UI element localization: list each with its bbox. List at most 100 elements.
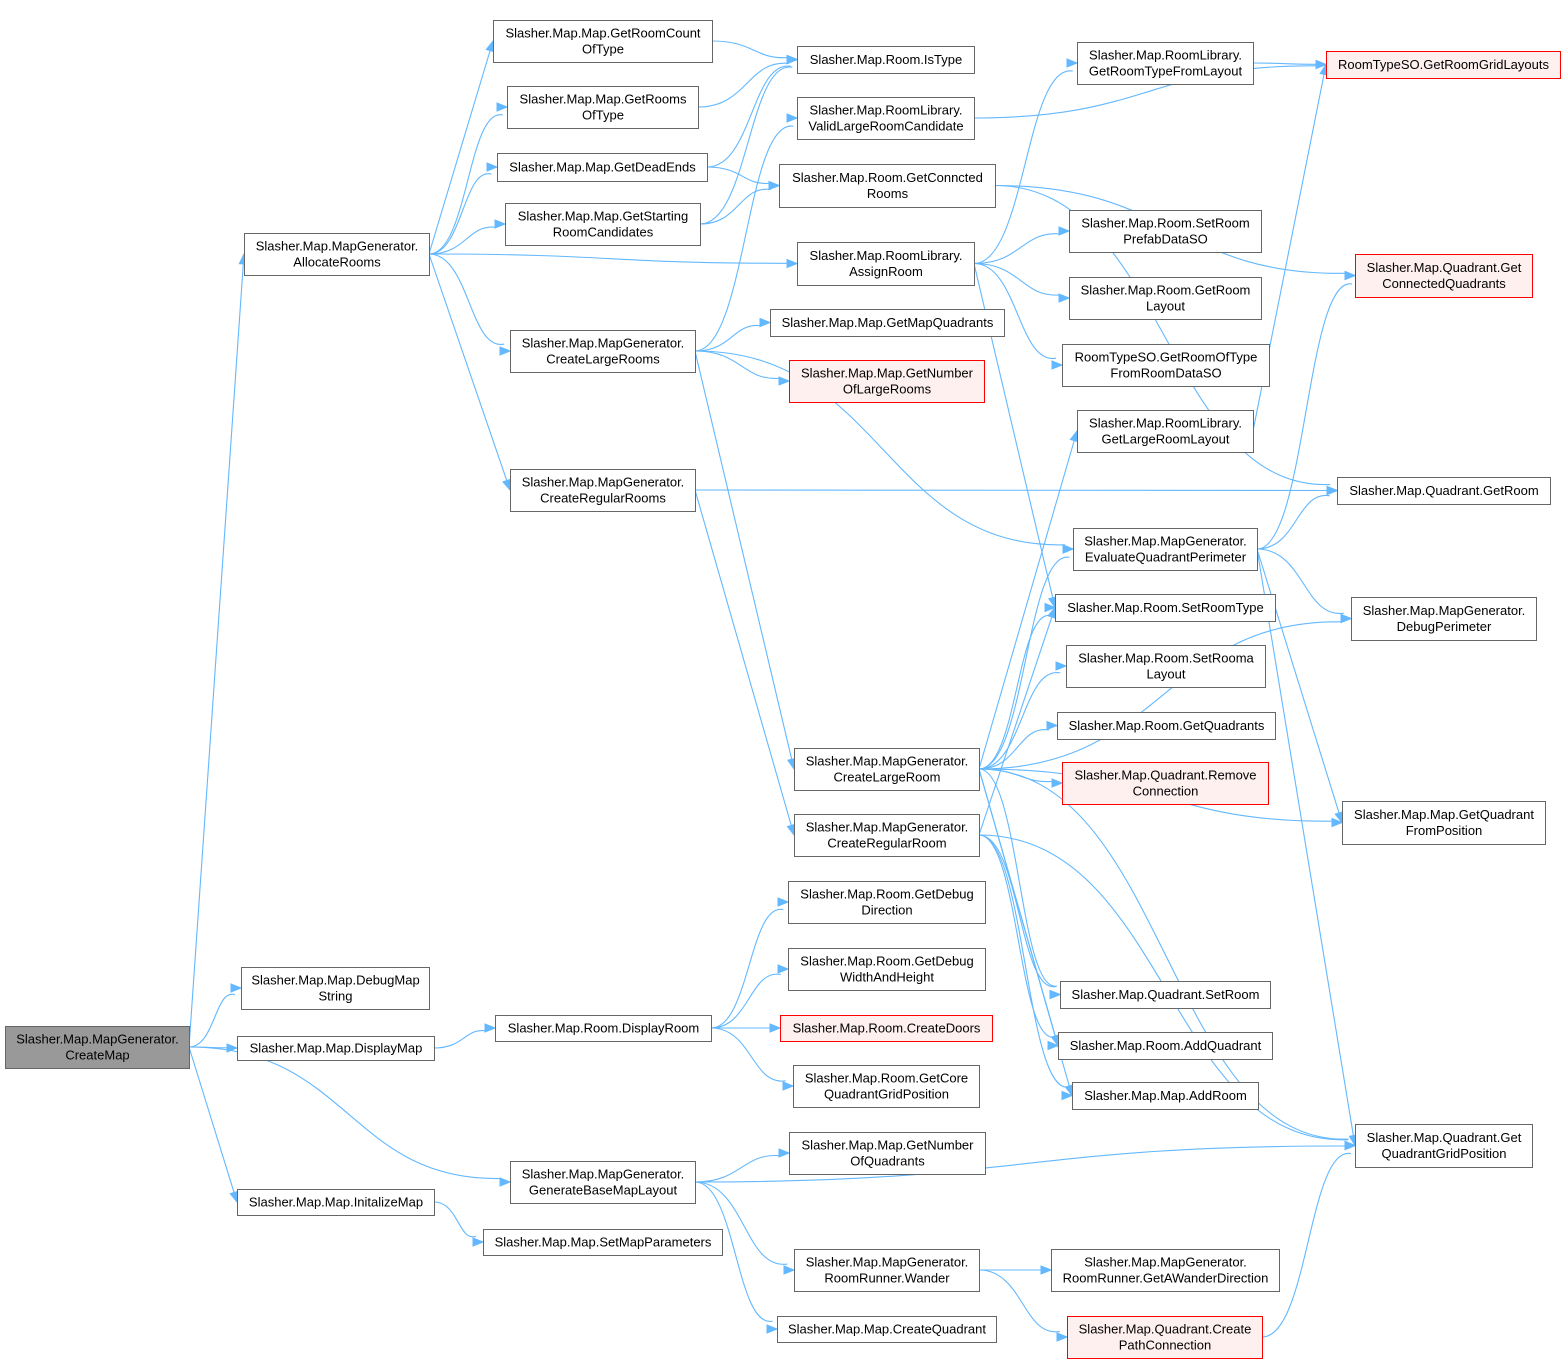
node-box bbox=[797, 97, 975, 140]
edge-create_large_rooms-to-get_map_quadrants bbox=[694, 325, 762, 352]
node-label-line-2: CreateLargeRoom bbox=[834, 770, 941, 785]
node-create-large-rooms[interactable]: Slasher.Map.MapGenerator.CreateLargeRoom… bbox=[510, 330, 696, 373]
node-create-path-connection[interactable]: Slasher.Map.Quadrant.CreatePathConnectio… bbox=[1067, 1316, 1263, 1359]
node-create-doors[interactable]: Slasher.Map.Room.CreateDoors bbox=[780, 1015, 993, 1042]
node-label-line-2: RoomRunner.GetAWanderDirection bbox=[1063, 1271, 1269, 1286]
node-debug-perimeter[interactable]: Slasher.Map.MapGenerator.DebugPerimeter bbox=[1351, 597, 1537, 641]
node-get-quadrant-grid-position[interactable]: Slasher.Map.Quadrant.GetQuadrantGridPosi… bbox=[1355, 1124, 1533, 1168]
edge-allocate_rooms-to-get_room_count_of_type bbox=[428, 49, 491, 255]
node-get-room-type-from-layout[interactable]: Slasher.Map.RoomLibrary.GetRoomTypeFromL… bbox=[1077, 42, 1254, 85]
arrowhead-allocate_rooms-to-create_regular_rooms bbox=[502, 478, 512, 492]
node-create-map[interactable]: Slasher.Map.MapGenerator.CreateMap bbox=[5, 1026, 190, 1069]
node-get-quadrants[interactable]: Slasher.Map.Room.GetQuadrants bbox=[1057, 712, 1276, 740]
node-wander[interactable]: Slasher.Map.MapGenerator.RoomRunner.Wand… bbox=[794, 1249, 980, 1292]
node-room-is-type[interactable]: Slasher.Map.Room.IsType bbox=[797, 46, 975, 74]
node-initalize-map[interactable]: Slasher.Map.Map.InitalizeMap bbox=[237, 1189, 435, 1216]
node-label-line-1: Slasher.Map.MapGenerator. bbox=[1084, 534, 1247, 549]
node-create-regular-room[interactable]: Slasher.Map.MapGenerator.CreateRegularRo… bbox=[794, 814, 980, 857]
node-label-line-2: CreateMap bbox=[65, 1048, 129, 1063]
node-label-line-1: RoomTypeSO.GetRoomGridLayouts bbox=[1338, 57, 1549, 72]
node-label-line-1: Slasher.Map.MapGenerator. bbox=[522, 475, 685, 490]
edge-display_room-to-get_core_quadrant_grid_position bbox=[710, 1027, 786, 1082]
node-generate-base-map-layout[interactable]: Slasher.Map.MapGenerator.GenerateBaseMap… bbox=[510, 1161, 696, 1204]
node-box bbox=[777, 1316, 997, 1343]
edge-create_regular_rooms-to-create_regular_room bbox=[694, 489, 793, 827]
arrowhead-create_map-to-generate_base_map_layout bbox=[499, 1177, 512, 1187]
edge-create_large_room-to-get_quadrant_grid_position bbox=[978, 768, 1349, 1140]
edge-get_dead_ends-to-room_is_type bbox=[706, 65, 792, 168]
node-display-room[interactable]: Slasher.Map.Room.DisplayRoom bbox=[495, 1015, 712, 1042]
arrowhead-initalize_map-to-set_map_parameters bbox=[472, 1237, 485, 1247]
node-get-core-quadrant-grid-position[interactable]: Slasher.Map.Room.GetCoreQuadrantGridPosi… bbox=[793, 1065, 980, 1108]
node-label-line-2: QuadrantGridPosition bbox=[824, 1087, 949, 1102]
node-label-line-1: Slasher.Map.Map.InitalizeMap bbox=[249, 1195, 423, 1210]
node-get-map-quadrants[interactable]: Slasher.Map.Map.GetMapQuadrants bbox=[770, 309, 1005, 337]
arrowhead-create_large_room-to-get_quadrant_from_position bbox=[1331, 817, 1344, 828]
node-valid-large-room-candidate[interactable]: Slasher.Map.RoomLibrary.ValidLargeRoomCa… bbox=[797, 97, 975, 140]
edge-create_large_room-to-get_large_room_layout bbox=[978, 439, 1076, 770]
node-create-quadrant[interactable]: Slasher.Map.Map.CreateQuadrant bbox=[777, 1316, 997, 1343]
node-box bbox=[1062, 762, 1269, 805]
arrowhead-display_room-to-get_debug_direction bbox=[777, 897, 790, 907]
node-label-line-2: RoomCandidates bbox=[553, 225, 654, 240]
node-evaluate-quadrant-perimeter[interactable]: Slasher.Map.MapGenerator.EvaluateQuadran… bbox=[1073, 528, 1258, 571]
node-label-line-2: DebugPerimeter bbox=[1397, 619, 1492, 634]
node-assign-room[interactable]: Slasher.Map.RoomLibrary.AssignRoom bbox=[797, 242, 975, 286]
node-get-room-grid-layouts[interactable]: RoomTypeSO.GetRoomGridLayouts bbox=[1326, 51, 1561, 79]
node-box bbox=[1055, 594, 1276, 622]
node-box bbox=[780, 1015, 993, 1042]
node-set-map-parameters[interactable]: Slasher.Map.Map.SetMapParameters bbox=[483, 1229, 723, 1256]
node-label-line-1: Slasher.Map.Map.GetMapQuadrants bbox=[782, 315, 994, 330]
node-label-line-1: Slasher.Map.MapGenerator. bbox=[256, 239, 419, 254]
node-quadrant-set-room[interactable]: Slasher.Map.Quadrant.SetRoom bbox=[1060, 981, 1271, 1009]
arrowhead-allocate_rooms-to-get_room_count_of_type bbox=[485, 39, 495, 53]
node-box bbox=[793, 1065, 980, 1108]
node-box bbox=[788, 881, 986, 924]
edge-generate_base_map_layout-to-create_quadrant bbox=[694, 1181, 773, 1322]
node-box bbox=[1051, 1249, 1280, 1292]
node-allocate-rooms[interactable]: Slasher.Map.MapGenerator.AllocateRooms bbox=[244, 233, 430, 276]
node-box bbox=[1073, 528, 1258, 571]
node-get-large-room-layout[interactable]: Slasher.Map.RoomLibrary.GetLargeRoomLayo… bbox=[1077, 410, 1254, 453]
node-label-line-1: Slasher.Map.Room.DisplayRoom bbox=[508, 1021, 699, 1036]
node-add-quadrant[interactable]: Slasher.Map.Room.AddQuadrant bbox=[1058, 1032, 1273, 1060]
node-label-line-1: Slasher.Map.RoomLibrary. bbox=[810, 248, 963, 263]
node-label-line-2: OfType bbox=[582, 42, 624, 57]
node-display-map[interactable]: Slasher.Map.Map.DisplayMap bbox=[237, 1036, 435, 1061]
node-get-connected-quadrants[interactable]: Slasher.Map.Quadrant.GetConnectedQuadran… bbox=[1355, 254, 1533, 298]
arrowhead-create_regular_rooms-to-create_regular_room bbox=[786, 823, 796, 837]
node-get-starting-room-candidates[interactable]: Slasher.Map.Map.GetStartingRoomCandidate… bbox=[505, 203, 701, 246]
node-set-room-type[interactable]: Slasher.Map.Room.SetRoomType bbox=[1055, 594, 1276, 622]
edge-evaluate_quadrant_perimeter-to-quadrant_get_room bbox=[1256, 495, 1330, 550]
edge-allocate_rooms-to-get_starting_room_candidates bbox=[428, 226, 497, 255]
node-label-line-2: Layout bbox=[1146, 667, 1185, 682]
node-create-large-room[interactable]: Slasher.Map.MapGenerator.CreateLargeRoom bbox=[794, 748, 980, 791]
node-create-regular-rooms[interactable]: Slasher.Map.MapGenerator.CreateRegularRo… bbox=[510, 469, 696, 512]
node-quadrant-get-room[interactable]: Slasher.Map.Quadrant.GetRoom bbox=[1337, 477, 1551, 505]
node-get-a-wander-direction[interactable]: Slasher.Map.MapGenerator.RoomRunner.GetA… bbox=[1051, 1249, 1280, 1292]
node-get-dead-ends[interactable]: Slasher.Map.Map.GetDeadEnds bbox=[497, 153, 708, 182]
node-add-room[interactable]: Slasher.Map.Map.AddRoom bbox=[1072, 1082, 1259, 1110]
edge-create_large_room-to-set_rooma_layout bbox=[978, 672, 1061, 770]
arrowhead-allocate_rooms-to-get_rooms_of_type bbox=[496, 102, 509, 112]
arrowhead-assign_room-to-get_room_of_type_from_room_data_so bbox=[1051, 360, 1064, 370]
node-label-line-2: PrefabDataSO bbox=[1123, 232, 1208, 247]
node-label-line-2: GetRoomTypeFromLayout bbox=[1089, 64, 1243, 79]
edge-generate_base_map_layout-to-wander bbox=[694, 1181, 788, 1265]
node-label-line-1: Slasher.Map.MapGenerator. bbox=[1363, 603, 1526, 618]
node-label-line-2: GetLargeRoomLayout bbox=[1102, 432, 1230, 447]
